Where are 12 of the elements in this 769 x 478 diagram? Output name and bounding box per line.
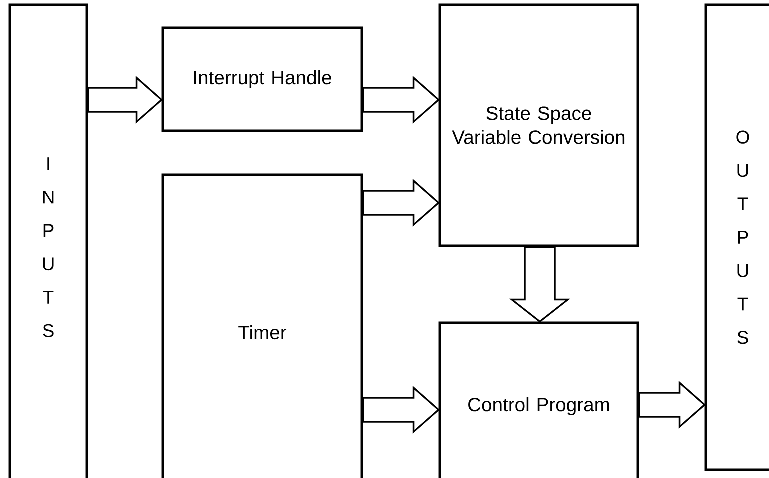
block-arrow <box>362 179 440 227</box>
process-box: Timer <box>162 174 364 478</box>
input-output-bar: I N P U T S <box>8 4 88 478</box>
block-arrow <box>362 386 440 434</box>
input-output-bar: O U T P U T S <box>704 4 769 472</box>
block-arrow <box>509 246 571 323</box>
block-arrow <box>638 381 706 429</box>
process-box: Interrupt Handle <box>162 26 364 132</box>
process-box: Control Program <box>438 322 640 478</box>
block-arrow <box>87 76 164 124</box>
process-box: State Space Variable Conversion <box>438 4 640 248</box>
block-arrow <box>362 76 440 124</box>
